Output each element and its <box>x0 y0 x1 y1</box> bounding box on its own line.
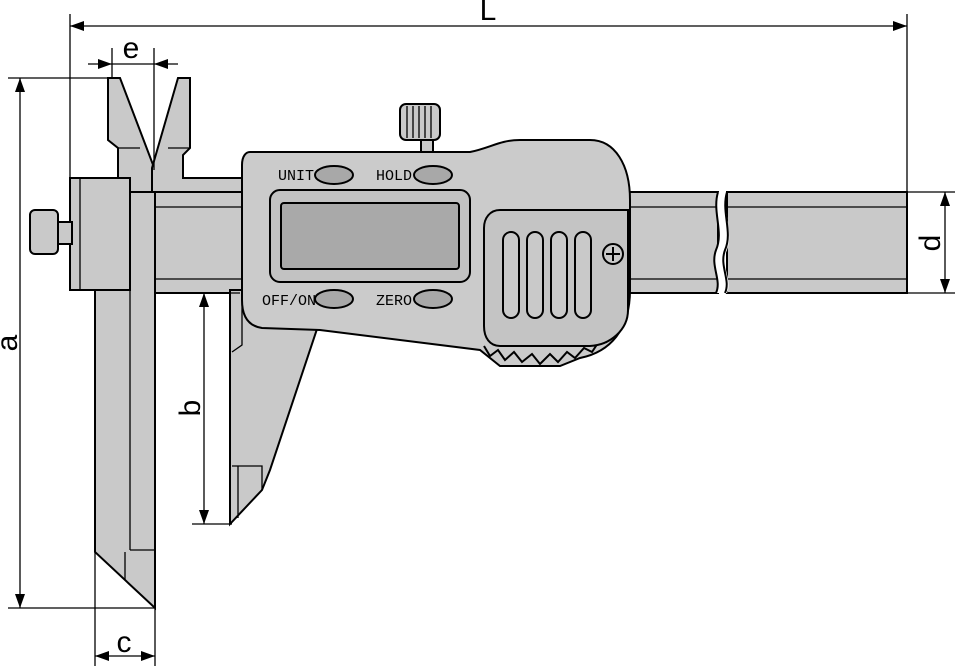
fixed-upper-jaw <box>107 77 156 193</box>
grip-slot-3 <box>550 231 568 319</box>
dimension-d: d <box>907 191 955 294</box>
dimension-b: b <box>174 292 240 525</box>
lcd-screen <box>280 202 460 270</box>
unit-button-cap[interactable] <box>314 165 354 185</box>
thumb-wheel-knob[interactable] <box>399 103 441 141</box>
dimension-e: e <box>88 32 178 170</box>
fixed-jaw <box>29 77 156 611</box>
dimension-a-label: a <box>0 334 24 351</box>
hold-button-label: HOLD <box>376 168 412 185</box>
zero-button-cap[interactable] <box>413 289 453 309</box>
dimension-d-label: d <box>914 235 947 252</box>
display-housing: UNIT HOLD OFF/ON ZERO <box>241 103 631 367</box>
zero-button-label: ZERO <box>376 293 412 310</box>
off-on-button-label: OFF/ON <box>262 293 316 310</box>
sliding-lower-jaw-tip-line <box>232 465 263 490</box>
dimension-e-label: e <box>123 32 140 65</box>
beam-break-left <box>713 191 720 294</box>
unit-button[interactable]: UNIT <box>278 165 354 185</box>
unit-button-label: UNIT <box>278 168 314 185</box>
dimension-L: L <box>69 0 908 192</box>
grip-slot-4 <box>574 231 592 319</box>
hold-button[interactable]: HOLD <box>376 165 453 185</box>
dimension-a: a <box>0 77 155 609</box>
beam-break-right <box>722 191 729 294</box>
dimension-c: c <box>94 552 156 666</box>
fixed-lower-jaw-tip-bevel <box>124 552 156 609</box>
sliding-upper-jaw <box>151 77 243 193</box>
grip-slot-2 <box>526 231 544 319</box>
off-on-button[interactable]: OFF/ON <box>262 289 354 310</box>
grip-slot-1 <box>502 231 520 319</box>
thumb-grip-serration <box>483 329 613 366</box>
hold-button-cap[interactable] <box>413 165 453 185</box>
plus-screw-icon <box>602 243 624 265</box>
thumb-wheel-knurl <box>406 106 432 138</box>
beam-right-segment <box>726 191 908 294</box>
dimension-b-label: b <box>174 400 207 417</box>
dimension-c-label: c <box>117 626 132 659</box>
clamp-screw-knob[interactable] <box>29 209 59 255</box>
off-on-button-cap[interactable] <box>314 289 354 309</box>
dimension-L-label: L <box>480 0 497 27</box>
zero-button[interactable]: ZERO <box>376 289 453 310</box>
clamp-block <box>69 177 131 291</box>
